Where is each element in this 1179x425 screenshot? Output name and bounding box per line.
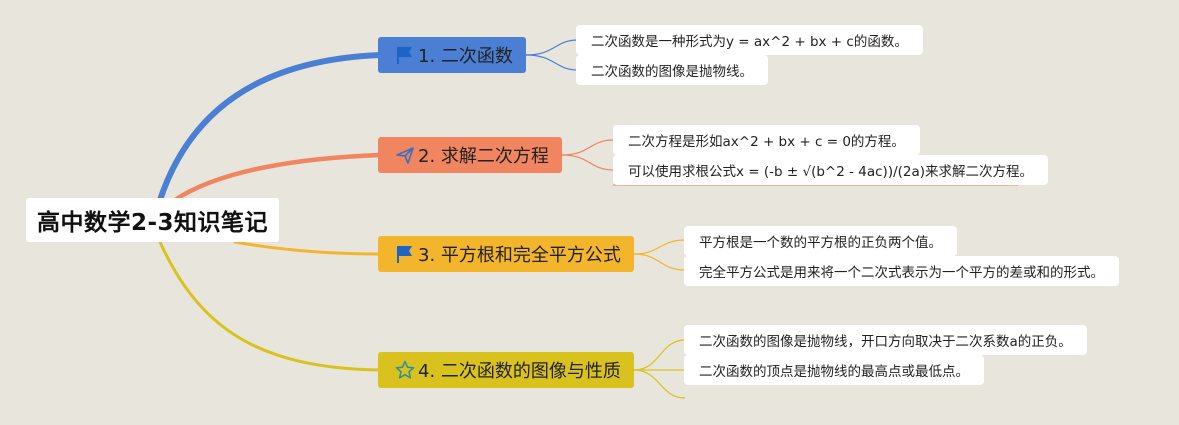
branch-1-leaf-2[interactable]: 二次函数的图像是抛物线。: [576, 55, 768, 85]
branch-3-leaf-1[interactable]: 平方根是一个数的平方根的正负两个值。: [684, 226, 957, 256]
connector-branch-2-leaf-1: [561, 139, 614, 156]
star-icon: [395, 360, 415, 380]
branch-1-label: 1. 二次函数: [418, 46, 513, 67]
connector-root-branch-1: [157, 52, 383, 203]
branch-4-leaf-2[interactable]: 二次函数的顶点是抛物线的最高点或最低点。: [684, 355, 984, 385]
connector-branch-3-leaf-2: [633, 253, 686, 271]
branch-2-label: 2. 求解二次方程: [418, 146, 549, 167]
connector-root-branch-4: [158, 240, 382, 372]
connector-branch-2-leaf-2: [561, 154, 614, 171]
branch-3-label: 3. 平方根和完全平方公式: [418, 245, 621, 266]
connector-branch-1-leaf-2: [525, 54, 579, 71]
branch-4-leaf-1[interactable]: 二次函数的图像是抛物线，开口方向取决于二次系数a的正负。: [684, 325, 1087, 355]
branch-4-label: 4. 二次函数的图像与性质: [418, 361, 621, 382]
branch-3-topic[interactable]: 3. 平方根和完全平方公式: [378, 236, 634, 272]
flag-icon: [395, 45, 415, 65]
root-topic[interactable]: 高中数学2-3知识笔记: [26, 198, 279, 242]
connector-branch-1-leaf-1: [525, 39, 579, 56]
connector-branch-4-leaf-1: [633, 339, 686, 371]
paper-plane-icon: [395, 145, 415, 165]
branch-2-leaf-2[interactable]: 可以使用求根公式x = (-b ± √(b^2 - 4ac))/(2a)来求解二…: [613, 155, 1049, 185]
connector-root-branch-3: [233, 240, 382, 256]
branch-2-topic[interactable]: 2. 求解二次方程: [378, 137, 562, 173]
connector-root-branch-2: [172, 152, 383, 203]
connector-branch-4-extra: [633, 369, 686, 399]
connector-branch-3-leaf-1: [633, 239, 686, 255]
flag-icon: [395, 244, 415, 264]
branch-1-topic[interactable]: 1. 二次函数: [378, 37, 526, 73]
branch-4-topic[interactable]: 4. 二次函数的图像与性质: [378, 352, 634, 388]
branch-2-leaf-1[interactable]: 二次方程是形如ax^2 + bx + c = 0的方程。: [613, 125, 920, 155]
branch-3-leaf-2[interactable]: 完全平方公式是用来将一个二次式表示为一个平方的差或和的形式。: [684, 256, 1119, 286]
branch-1-leaf-1[interactable]: 二次函数是一种形式为y = ax^2 + bx + c的函数。: [576, 25, 923, 55]
